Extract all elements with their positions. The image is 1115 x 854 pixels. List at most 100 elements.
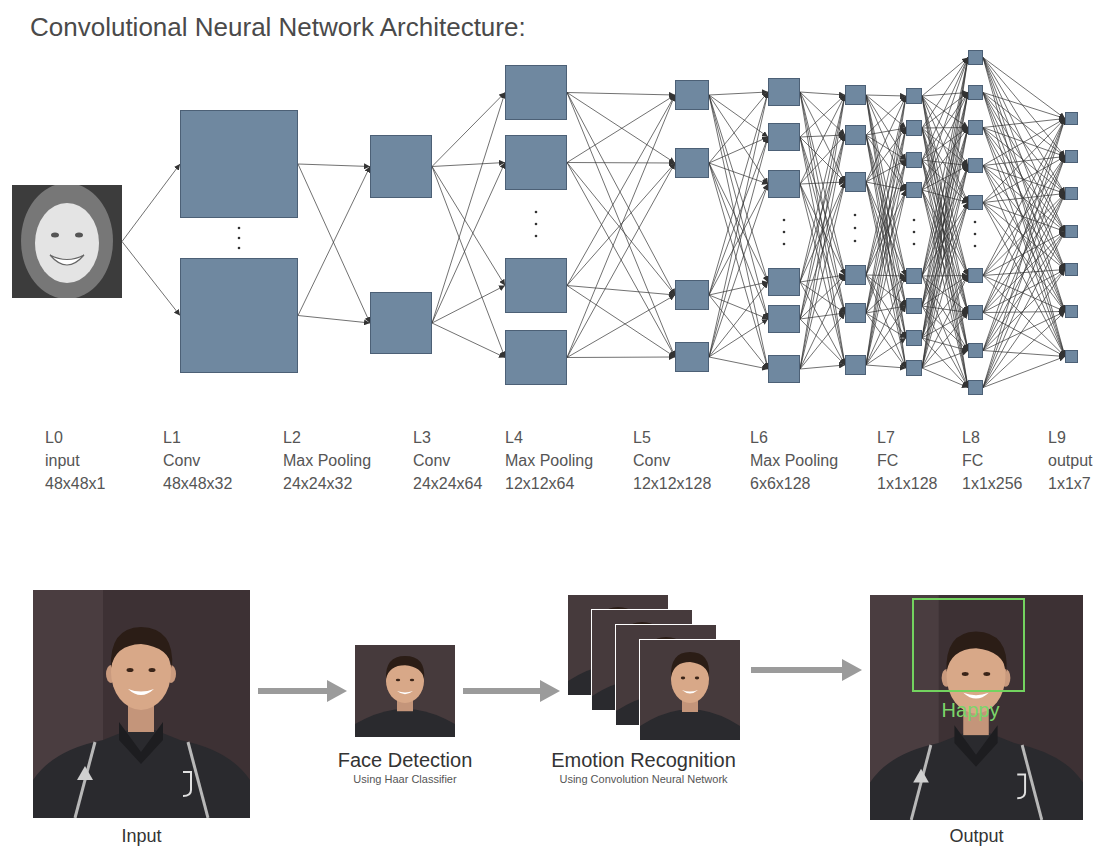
feature-map xyxy=(968,305,983,320)
layer-label: L7 xyxy=(877,428,895,447)
connection-line xyxy=(866,276,906,365)
stage-label: Output xyxy=(949,826,1003,848)
connection-line xyxy=(709,282,768,357)
feature-map xyxy=(1065,150,1078,163)
connection-line xyxy=(922,338,968,388)
connection-line xyxy=(922,313,968,369)
connection-line xyxy=(298,164,370,167)
connection-line xyxy=(983,312,1065,388)
layer-label: Conv xyxy=(633,451,670,470)
connection-line xyxy=(866,96,906,182)
connection-line xyxy=(122,164,180,242)
connector xyxy=(922,58,968,388)
connection-line xyxy=(567,163,675,296)
dot xyxy=(913,219,916,222)
connection-line xyxy=(866,96,906,365)
flow-arrow xyxy=(258,688,335,694)
feature-map xyxy=(845,125,866,145)
layer-column: L5Conv12x12x128 xyxy=(768,78,800,383)
layer-label: L3 xyxy=(413,428,431,447)
connection-line xyxy=(567,95,675,358)
connection-line xyxy=(983,58,1065,270)
connection-line xyxy=(922,351,968,369)
connector xyxy=(463,691,548,692)
connection-line xyxy=(922,128,968,339)
feature-map xyxy=(505,258,567,313)
connection-line xyxy=(983,119,1065,128)
dot xyxy=(913,231,916,234)
connection-line xyxy=(432,167,505,358)
layer-label: Max Pooling xyxy=(283,451,371,470)
connection-line xyxy=(709,92,768,295)
feature-map xyxy=(675,280,709,310)
feature-map xyxy=(906,268,922,284)
connection-line xyxy=(866,190,906,365)
layer-label: 1x1x256 xyxy=(962,474,1023,493)
face-stack xyxy=(567,594,741,741)
feature-map xyxy=(968,268,983,283)
connection-line xyxy=(800,275,845,369)
feature-map xyxy=(906,88,922,104)
connection-line xyxy=(709,92,768,357)
connection-line xyxy=(800,182,845,369)
layer-label: L9 xyxy=(1048,428,1066,447)
connection-line xyxy=(709,92,768,163)
dot xyxy=(535,211,538,214)
dot xyxy=(238,227,241,230)
connector xyxy=(432,93,505,358)
connection-line xyxy=(922,93,968,369)
layer-label: FC xyxy=(877,451,898,470)
ellipsis-dots xyxy=(238,211,977,250)
connector xyxy=(258,691,335,692)
frame xyxy=(639,639,741,741)
connection-line xyxy=(983,357,1065,388)
connection-line xyxy=(922,166,968,369)
layer-label: 12x12x128 xyxy=(633,474,711,493)
connection-line xyxy=(567,93,675,358)
connection-line xyxy=(983,119,1065,313)
connection-line xyxy=(866,95,906,276)
layer-label: 1x1x7 xyxy=(1048,474,1091,493)
layer-column: L8FC1x1x256 xyxy=(968,50,983,395)
connection-line xyxy=(432,93,505,324)
connection-line xyxy=(800,282,845,365)
connection-line xyxy=(800,365,845,369)
connection-line xyxy=(983,93,1065,357)
connection-line xyxy=(298,164,370,323)
connection-line xyxy=(922,203,968,339)
dot xyxy=(974,233,977,236)
connection-line xyxy=(866,95,906,190)
feature-map xyxy=(768,123,800,151)
connector xyxy=(298,164,370,323)
connection-line xyxy=(709,92,768,95)
dot xyxy=(238,247,241,250)
connector xyxy=(800,92,845,369)
connection-line xyxy=(922,93,968,191)
connection-line xyxy=(983,194,1065,203)
connection-line xyxy=(432,163,505,167)
connection-line xyxy=(922,128,968,369)
dot xyxy=(854,227,857,230)
connector xyxy=(866,95,906,368)
layer-label: input xyxy=(45,451,80,470)
connector xyxy=(122,164,180,316)
layer-label: L0 xyxy=(45,428,63,447)
connection-line xyxy=(709,184,768,295)
layer-label: L8 xyxy=(962,428,980,447)
feature-map xyxy=(768,355,800,383)
connection-line xyxy=(800,95,845,137)
feature-map xyxy=(845,265,866,285)
dot xyxy=(783,243,786,246)
connection-line xyxy=(983,166,1065,232)
connection-line xyxy=(567,93,675,96)
image-box: Face DetectionUsing Haar Classifier xyxy=(355,645,455,737)
connection-line xyxy=(709,137,768,357)
connection-line xyxy=(298,316,370,324)
feature-map xyxy=(906,360,922,376)
connection-line xyxy=(866,276,906,313)
dot xyxy=(783,231,786,234)
connection-line xyxy=(983,194,1065,388)
connection-line xyxy=(567,93,675,164)
